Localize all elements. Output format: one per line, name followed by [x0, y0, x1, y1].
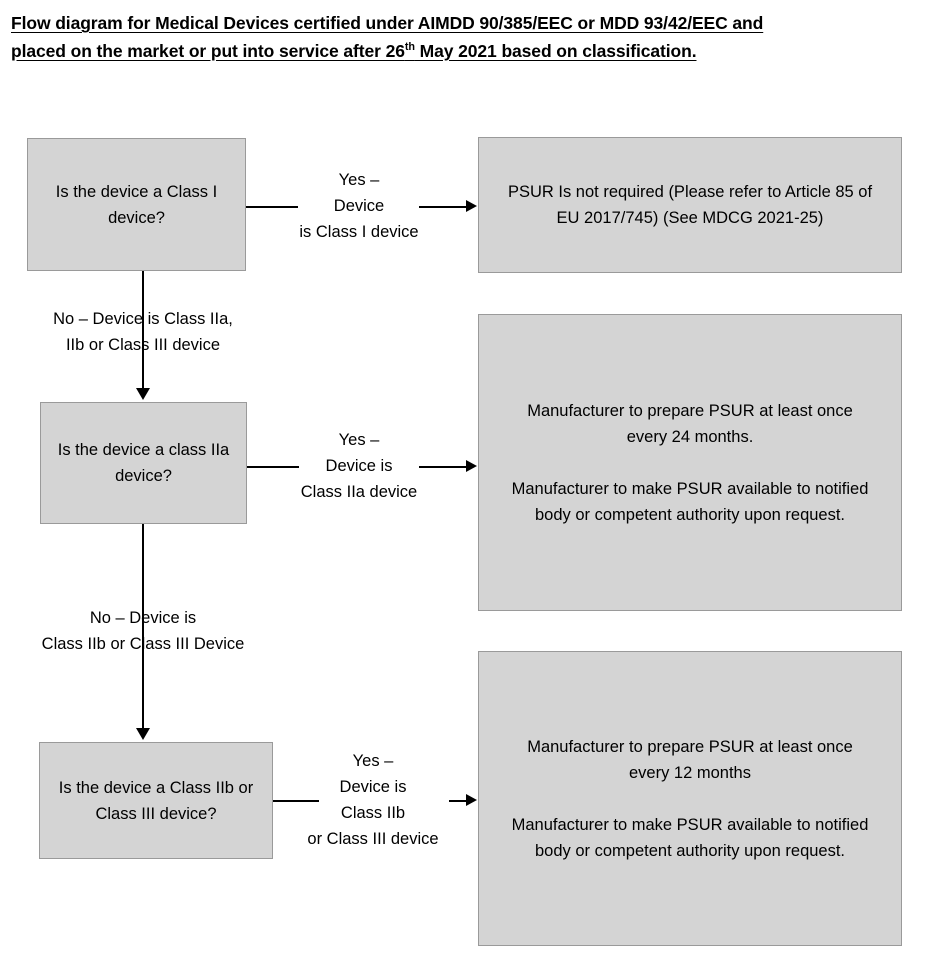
- page-title: Flow diagram for Medical Devices certifi…: [11, 9, 929, 65]
- edge-label-yes-class-iia: Yes – Device is Class IIa device: [300, 431, 418, 501]
- decision-node-class-iib-iii-line-1: Is the device a Class IIb or: [58, 778, 254, 797]
- connector-line-d2-to-d3: [142, 524, 144, 729]
- outcome-node-3-paragraph-2: Manufacturer to make PSUR available to n…: [487, 812, 893, 864]
- outcome-node-2-p2-line-1: Manufacturer to make PSUR available to n…: [511, 479, 869, 498]
- outcome-node-psur-not-required-text: PSUR Is not required (Please refer to Ar…: [479, 179, 901, 231]
- outcome-node-psur-24-months[interactable]: Manufacturer to prepare PSUR at least on…: [478, 314, 902, 611]
- arrowhead-down-icon-d1-to-d2: [136, 388, 150, 400]
- decision-node-class-iib-iii-text: Is the device a Class IIb or Class III d…: [40, 775, 272, 827]
- outcome-node-3-paragraph-1: Manufacturer to prepare PSUR at least on…: [487, 734, 893, 786]
- connector-line-d1-to-o1-shaft: [419, 206, 467, 208]
- title-line-2: placed on the market or put into service…: [11, 37, 929, 65]
- decision-node-class-i-line-2: device?: [108, 208, 165, 227]
- connector-line-d3-to-o3-stub: [273, 800, 319, 802]
- outcome-node-psur-12-months[interactable]: Manufacturer to prepare PSUR at least on…: [478, 651, 902, 946]
- outcome-node-2-spacer: [487, 450, 893, 476]
- arrowhead-right-icon-d3-to-o3: [466, 794, 477, 806]
- arrowhead-down-icon-d2-to-d3: [136, 728, 150, 740]
- connector-line-d1-to-d2: [142, 271, 144, 389]
- edge-label-no-class-iib-iii: No – Device is Class IIb or Class III De…: [41, 609, 245, 653]
- decision-node-class-i[interactable]: Is the device a Class I device?: [27, 138, 246, 271]
- outcome-node-psur-12-months-text: Manufacturer to prepare PSUR at least on…: [479, 734, 901, 864]
- title-ordinal-suffix: th: [404, 41, 415, 54]
- connector-line-d3-to-o3-shaft: [449, 800, 467, 802]
- outcome-node-psur-24-months-text: Manufacturer to prepare PSUR at least on…: [479, 398, 901, 528]
- outcome-node-psur-not-required[interactable]: PSUR Is not required (Please refer to Ar…: [478, 137, 902, 273]
- outcome-node-3-p1-line-2: every 12 months: [629, 763, 751, 782]
- decision-node-class-i-line-1: Is the device a Class I: [55, 182, 218, 201]
- outcome-node-2-paragraph-1: Manufacturer to prepare PSUR at least on…: [487, 398, 893, 450]
- connector-line-d2-to-o2-stub: [247, 466, 299, 468]
- decision-node-class-iia[interactable]: Is the device a class IIa device?: [40, 402, 247, 524]
- decision-node-class-iia-line-2: device?: [115, 467, 172, 485]
- outcome-node-3-p1-line-1: Manufacturer to prepare PSUR at least on…: [527, 737, 853, 756]
- outcome-node-1-line-2: EU 2017/745) (See MDCG 2021-25): [556, 209, 824, 227]
- arrowhead-right-icon-d1-to-o1: [466, 200, 477, 212]
- outcome-node-2-p2-line-2: body or competent authority upon request…: [534, 505, 846, 524]
- edge-label-yes-class-iib-iii: Yes – Device is Class IIb or Class III d…: [307, 752, 439, 848]
- outcome-node-2-p1-line-2: every 24 months.: [626, 427, 754, 446]
- connector-line-d1-to-o1-stub: [246, 206, 298, 208]
- edge-label-no-class-iia-iib-iii: No – Device is Class IIa, IIb or Class I…: [53, 310, 233, 354]
- outcome-node-1-line-1: PSUR Is not required (Please refer to Ar…: [507, 183, 873, 201]
- decision-node-class-iib-iii[interactable]: Is the device a Class IIb or Class III d…: [39, 742, 273, 859]
- arrowhead-right-icon-d2-to-o2: [466, 460, 477, 472]
- decision-node-class-iia-text: Is the device a class IIa device?: [41, 437, 246, 489]
- outcome-node-3-p2-line-2: body or competent authority upon request…: [534, 841, 846, 860]
- title-line-2-text-after: May 2021 based on classification.: [414, 41, 697, 61]
- decision-node-class-iib-iii-line-2: Class III device?: [95, 804, 217, 823]
- decision-node-class-iia-line-1: Is the device a class IIa: [57, 441, 230, 459]
- connector-line-d2-to-o2-shaft: [419, 466, 467, 468]
- outcome-node-3-p2-line-1: Manufacturer to make PSUR available to n…: [511, 815, 869, 834]
- decision-node-class-i-text: Is the device a Class I device?: [28, 179, 245, 231]
- edge-label-yes-class-i: Yes – Device is Class I device: [299, 171, 419, 241]
- title-line-1: Flow diagram for Medical Devices certifi…: [11, 13, 764, 33]
- title-line-2-text-before: placed on the market or put into service…: [11, 41, 405, 61]
- outcome-node-2-paragraph-2: Manufacturer to make PSUR available to n…: [487, 476, 893, 528]
- outcome-node-2-p1-line-1: Manufacturer to prepare PSUR at least on…: [527, 401, 853, 420]
- outcome-node-3-spacer: [487, 786, 893, 812]
